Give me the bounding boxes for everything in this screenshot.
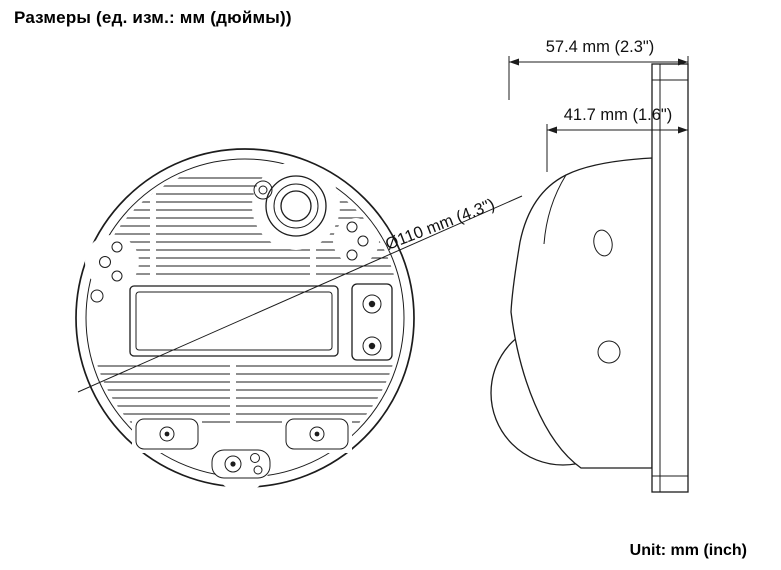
dimension-depth-body: 41.7 mm (1.6") (546, 106, 688, 172)
dimension-label-depth-total: 57.4 mm (2.3") (546, 38, 655, 56)
dimension-label-diameter: Ø110 mm (4.3") (383, 196, 497, 254)
bottom-bracket-right (285, 418, 349, 450)
mounting-plate (651, 63, 689, 493)
bottom-tab (211, 449, 271, 479)
unit-note: Unit: mm (inch) (629, 542, 747, 559)
screw-plate (351, 283, 393, 361)
lens-assembly (253, 175, 327, 237)
bottom-view: Ø110 mm (4.3") (75, 148, 523, 492)
side-view: 57.4 mm (2.3") 41.7 mm (1.6") (490, 38, 689, 493)
dimension-depth-total: 57.4 mm (2.3") (508, 38, 689, 100)
bottom-bracket-left (135, 418, 199, 450)
label-plate (129, 285, 339, 357)
cable-hole (593, 229, 613, 257)
camera-housing (510, 157, 653, 469)
mounting-holes-left (90, 241, 123, 303)
housing-crease (543, 174, 567, 245)
diameter-line (77, 195, 523, 393)
dimension-label-depth-body: 41.7 mm (1.6") (564, 106, 673, 124)
page-title: Размеры (ед. изм.: мм (дюймы)) (14, 8, 292, 27)
side-screw (597, 340, 621, 364)
mounting-holes-right (346, 221, 369, 261)
